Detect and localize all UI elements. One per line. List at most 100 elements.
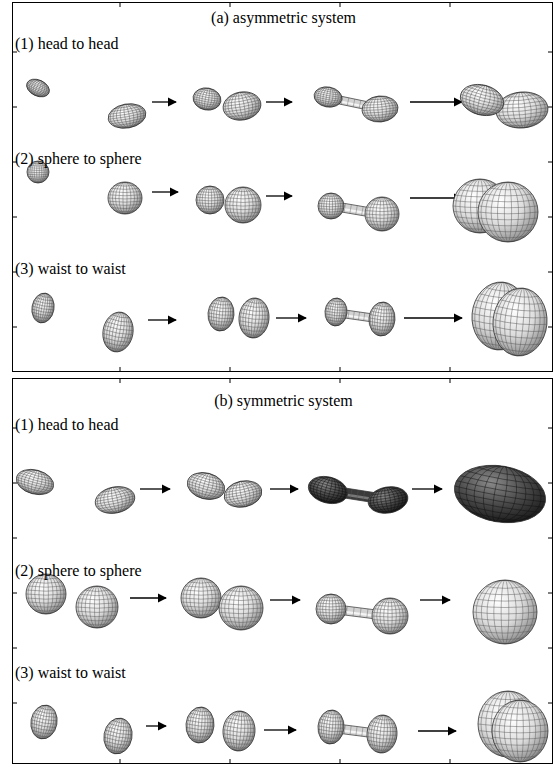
wireframe — [183, 590, 220, 591]
wireframe — [106, 311, 129, 353]
ellipsoid — [24, 76, 53, 101]
wireframe — [19, 473, 53, 483]
wireframe — [181, 602, 220, 603]
wireframe — [318, 594, 345, 624]
wireframe — [372, 612, 407, 613]
wireframe — [197, 186, 222, 214]
ellipsoid — [24, 76, 53, 101]
ellipsoid — [457, 80, 507, 120]
wireframe — [502, 119, 544, 124]
ellipsoid — [237, 297, 270, 339]
ellipsoid — [368, 301, 397, 337]
wireframe — [224, 97, 258, 104]
wireframe — [498, 750, 543, 752]
wireframe — [497, 340, 540, 346]
wireframe — [113, 120, 143, 126]
wireframe — [517, 92, 526, 128]
wireframe — [33, 713, 57, 718]
ellipsoid — [101, 716, 135, 756]
wireframe — [111, 106, 141, 112]
wireframe — [30, 703, 59, 741]
wireframe — [224, 478, 263, 511]
neck — [356, 727, 357, 736]
arrow — [146, 725, 166, 726]
ellipsoid — [492, 700, 548, 762]
wireframe — [111, 207, 138, 209]
ellipsoid — [191, 86, 222, 113]
wireframe — [501, 580, 509, 644]
wireframe — [368, 729, 397, 733]
panel-frame: (b) symmetric system(1) head to head(2) … — [12, 378, 553, 764]
wireframe — [371, 722, 395, 725]
wireframe — [479, 631, 530, 633]
wireframe — [478, 212, 538, 214]
ellipsoid — [100, 310, 136, 355]
wireframe — [112, 182, 137, 214]
wireframe — [76, 611, 117, 612]
ellipsoid — [30, 291, 57, 324]
wireframe — [241, 309, 268, 313]
wireframe — [112, 315, 130, 319]
wireframe — [493, 737, 548, 739]
ellipsoid — [106, 101, 148, 131]
wireframe — [184, 469, 227, 504]
wireframe — [187, 481, 224, 492]
wireframe — [187, 720, 214, 723]
wireframe — [123, 182, 127, 214]
wireframe — [316, 609, 346, 611]
wireframe — [367, 737, 396, 741]
wireframe — [181, 598, 221, 599]
ellipsoid — [365, 197, 399, 231]
wireframe — [374, 598, 406, 634]
wireframe — [495, 90, 550, 130]
neck — [356, 206, 358, 215]
wireframe — [484, 230, 532, 232]
wireframe — [323, 594, 340, 624]
wireframe — [514, 288, 526, 356]
wireframe — [461, 94, 504, 106]
wireframe — [28, 574, 64, 614]
ellipsoid — [237, 297, 270, 339]
wireframe — [365, 211, 398, 212]
wireframe — [372, 197, 391, 231]
wireframe — [321, 193, 340, 219]
wireframe — [26, 590, 65, 591]
ellipsoid — [492, 700, 548, 762]
wireframe — [476, 599, 535, 601]
wireframe — [31, 292, 56, 325]
wireframe — [312, 85, 343, 110]
wireframe — [101, 310, 135, 354]
wireframe — [30, 291, 57, 324]
arrow — [404, 317, 462, 318]
wireframe — [494, 313, 547, 320]
wireframe — [186, 469, 226, 503]
neck — [362, 207, 364, 216]
wireframe — [372, 616, 408, 617]
ellipsoid — [366, 484, 410, 517]
wireframe — [95, 484, 136, 517]
wireframe — [115, 210, 135, 212]
wireframe — [221, 586, 261, 630]
wireframe — [325, 317, 345, 320]
wireframe — [517, 700, 524, 762]
wireframe — [503, 756, 537, 758]
ellipsoid — [366, 484, 410, 517]
wireframe — [473, 612, 537, 614]
wireframe — [231, 714, 250, 717]
wireframe — [190, 578, 212, 618]
wireframe — [320, 594, 342, 624]
ellipsoid — [317, 709, 346, 745]
wireframe — [319, 200, 343, 202]
wireframe — [318, 193, 344, 219]
ellipsoid — [14, 465, 57, 498]
wireframe — [78, 599, 116, 600]
arrow — [130, 597, 166, 598]
wireframe — [366, 484, 410, 517]
wireframe — [195, 92, 220, 97]
wireframe — [210, 323, 231, 326]
wireframe — [379, 715, 386, 753]
wireframe — [369, 321, 394, 324]
wireframe — [318, 733, 342, 736]
ellipsoid — [26, 574, 66, 614]
ellipsoid — [237, 297, 270, 339]
